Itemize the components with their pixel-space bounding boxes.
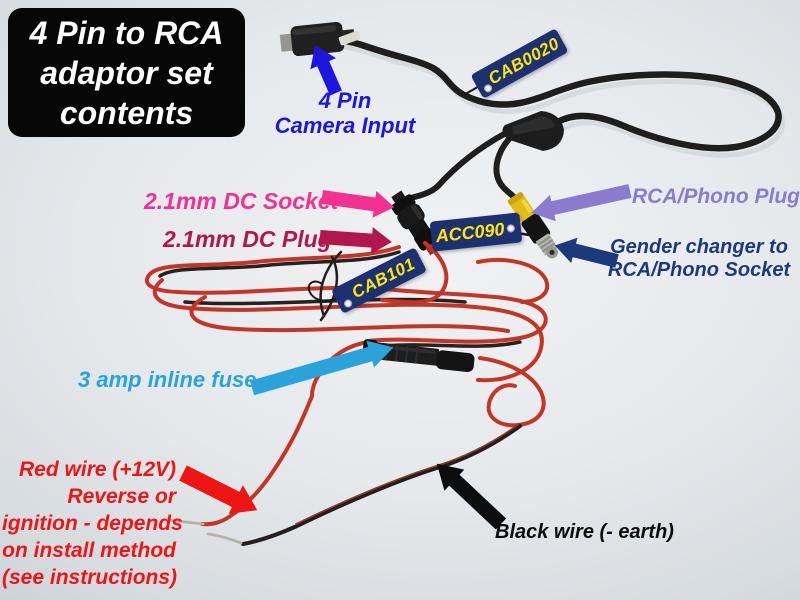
rca-gender-assembly <box>507 192 559 259</box>
coil-red-small-loop <box>476 258 550 304</box>
red-wire-line: (see instructions) <box>2 566 178 589</box>
camera-input-arrow <box>310 45 342 96</box>
tag-hole-icon <box>506 223 516 233</box>
y-junction-highlight <box>512 116 555 135</box>
title-line: adaptor set <box>40 54 213 91</box>
gender-changer-line1: Gender changer to <box>610 236 788 258</box>
coil-red-loop-3 <box>189 295 510 333</box>
wire-coil <box>144 241 550 428</box>
title-line: 4 Pin to RCA <box>29 14 224 51</box>
dc-socket-cap <box>391 194 416 216</box>
fuse-label: 3 amp inline fuse <box>78 367 257 392</box>
annotation-arrows <box>179 45 632 530</box>
tag-acc090-label: ACC090 <box>434 218 506 246</box>
camera-input-label: 4 Pin Camera Input <box>272 88 418 139</box>
red-wire-arrow <box>179 465 258 514</box>
black-wire-red-stripe <box>295 423 520 525</box>
camera-input-line2: Camera Input <box>274 113 416 139</box>
title-line: contents <box>59 94 194 131</box>
red-wire-label: Red wire (+12V) Reverse or ignition - de… <box>2 456 183 591</box>
coil-red-loop-2 <box>152 278 544 383</box>
fuse-out-red <box>478 356 546 428</box>
dc-socket-label: 2.1mm DC Socket <box>144 188 339 214</box>
rca-lead-cable <box>493 136 518 201</box>
dc-plug-arrow <box>319 227 392 255</box>
cab101-tag-string <box>307 280 342 302</box>
red-wire-tail <box>200 394 314 527</box>
twin-wire-black-strand <box>158 250 401 278</box>
rca-plug-label: RCA/Phono Plug <box>632 185 800 208</box>
gender-changer-label: Gender changer to RCA/Phono Socket <box>598 236 800 282</box>
dc-plug-label: 2.1mm DC Plug <box>163 226 332 252</box>
black-wire-arrow <box>436 463 507 530</box>
red-wire-line: Red wire (+12V) <box>19 458 176 481</box>
coil-red-loop-1 <box>144 245 548 344</box>
cable-tie <box>338 30 361 46</box>
rca-plug-arrow <box>531 184 632 222</box>
black-wire-label: Black wire (- earth) <box>495 521 674 543</box>
red-wire-stripped-tip <box>166 518 205 526</box>
camera-cable <box>302 36 782 152</box>
black-wire-tail <box>241 424 522 546</box>
dc-plug-collar <box>407 218 430 239</box>
red-wire-line: ignition - depends <box>2 512 183 535</box>
dc-lead-cable <box>399 130 509 203</box>
dc-plug-twin-wire <box>380 241 449 305</box>
fuse-arrow <box>249 340 394 396</box>
dc-socket-neck <box>391 190 407 205</box>
gender-changer-body <box>521 213 551 244</box>
camera-input-line1: 4 Pin <box>318 88 372 113</box>
title-box: 4 Pin to RCA adaptor set contents <box>8 8 245 137</box>
dc-socket-arrow <box>321 190 395 218</box>
gender-changer-line2: RCA/Phono Socket <box>607 259 791 281</box>
red-wire-line: on install method <box>2 539 176 562</box>
four-pin-connector <box>279 21 355 57</box>
black-wire-stripped-tip <box>206 532 243 545</box>
gender-changer-arrow <box>554 237 619 268</box>
fuse-feed-red <box>310 340 370 398</box>
tag-hole-icon <box>342 298 354 309</box>
red-wire-line: Reverse or <box>67 485 176 508</box>
cable-shadow <box>309 43 786 158</box>
